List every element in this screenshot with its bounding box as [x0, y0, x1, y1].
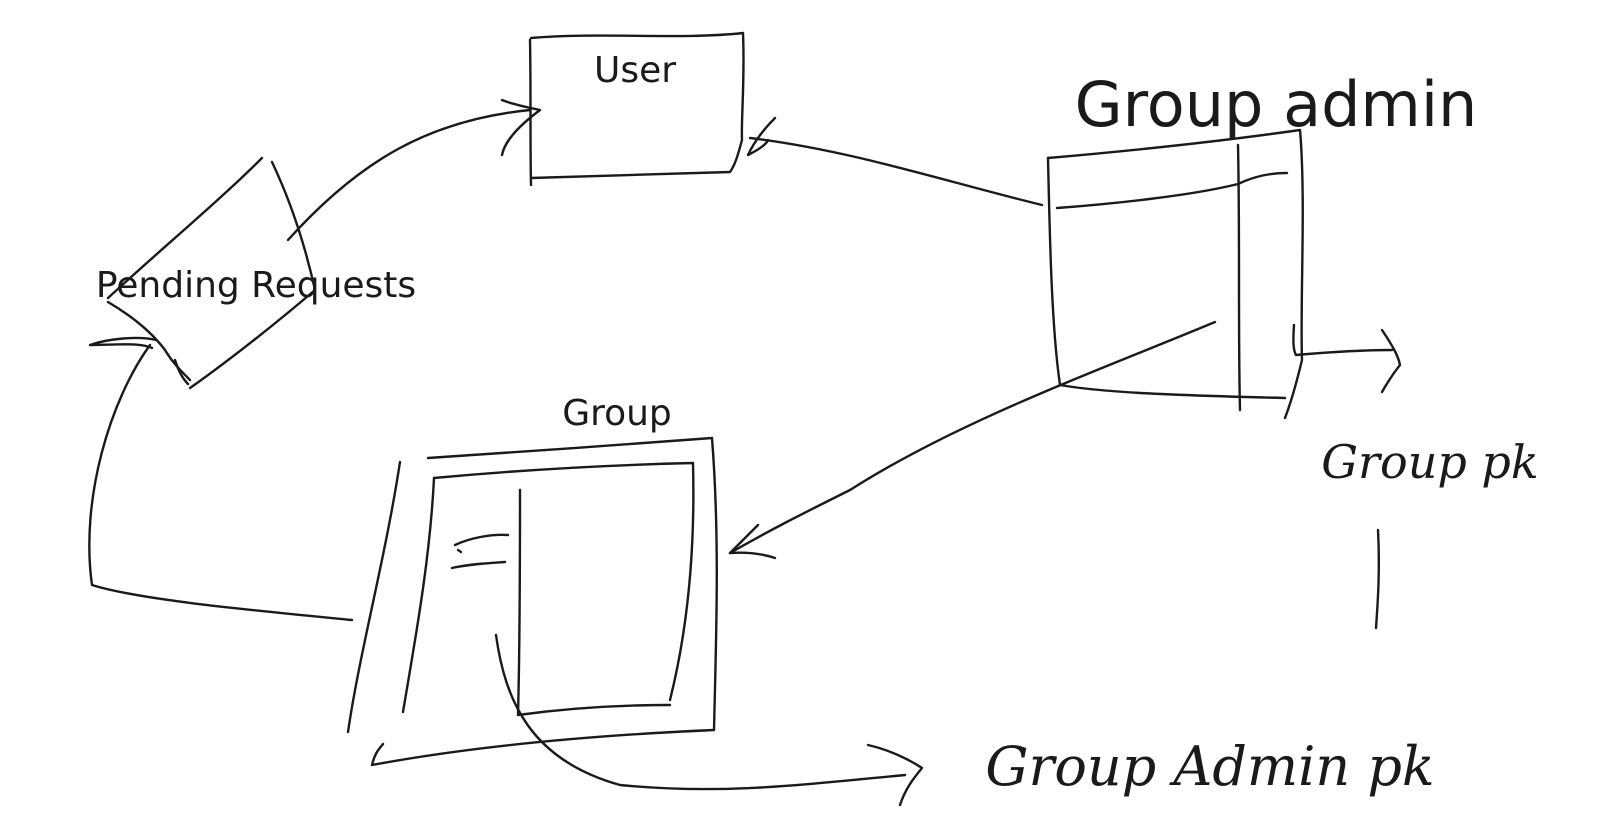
group-pk-annotation: Group pk — [1321, 435, 1538, 489]
group-arrowhead — [728, 523, 777, 560]
pending-requests-label: Pending Requests — [96, 265, 416, 306]
user-entity: User — [528, 31, 745, 187]
group-label: Group — [562, 393, 672, 434]
group-entity: Group — [346, 393, 718, 767]
pending-to-user-line — [286, 108, 532, 242]
admin-to-user-line — [748, 136, 1044, 207]
connectors — [88, 98, 1217, 807]
group-pk-stroke — [1374, 528, 1381, 630]
admin-to-group-line — [728, 320, 1217, 555]
user-label: User — [594, 50, 676, 91]
annotations: Group pk Group Admin pk — [985, 435, 1538, 798]
group-admin-pk-annotation: Group Admin pk — [985, 735, 1434, 798]
group-admin-pk-leader — [494, 633, 907, 791]
group-admin-label: Group admin — [1075, 68, 1478, 141]
user-arrowhead — [500, 98, 542, 157]
group-to-pending-line — [88, 343, 354, 622]
group-admin-pk-arrowhead — [866, 743, 924, 807]
pending-requests-relationship: Pending Requests — [88, 156, 416, 390]
admin-user-arrowhead — [746, 116, 777, 157]
group-admin-entity: Group admin — [1046, 68, 1478, 420]
